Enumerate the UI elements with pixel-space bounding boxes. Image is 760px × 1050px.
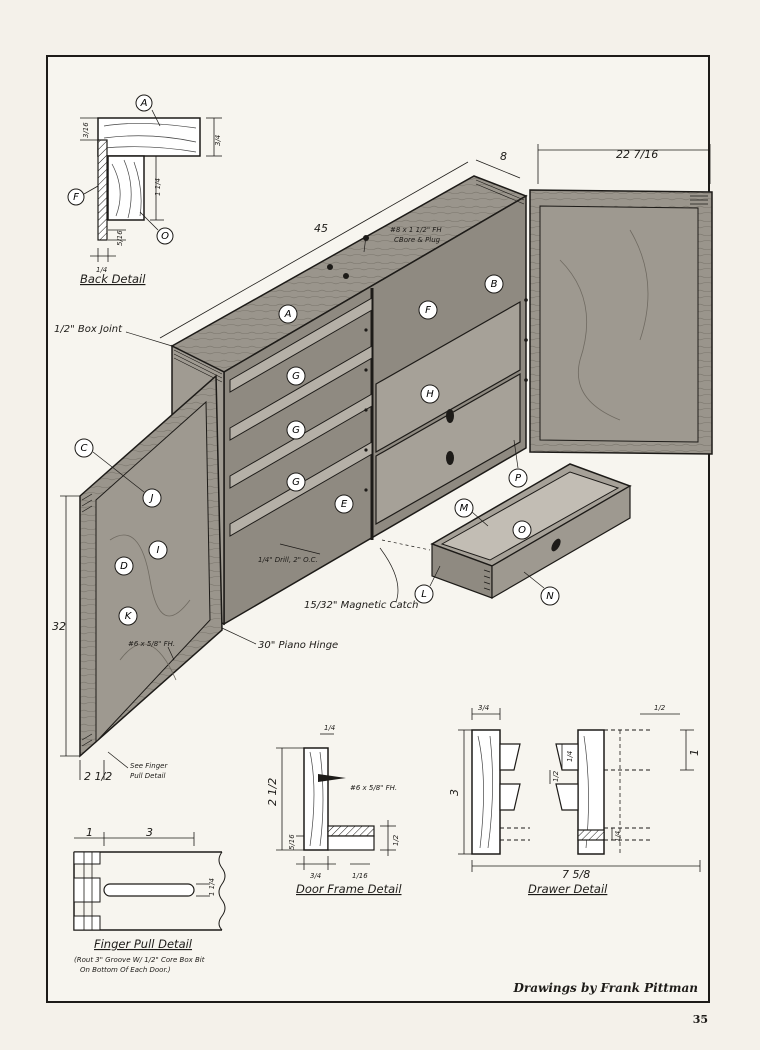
cabinet-isometric: 45 8 22 7/16 32 2 1/2 #8 x 1 1/2" FH CBo… [52, 144, 713, 783]
dim-door-frame-top: 1/4 [324, 724, 335, 732]
door-frame-detail-title: Door Frame Detail [296, 882, 402, 896]
dim-door-offset: 2 1/2 [84, 770, 112, 783]
part-letter-l: L [421, 589, 427, 600]
part-letter-c: C [81, 443, 88, 454]
dim-drawer-right-top: 1/2 [654, 704, 666, 712]
part-letter-a: A [284, 309, 292, 320]
part-letter-g2: G [292, 425, 300, 436]
dim-door-frame-width: 3/4 [310, 872, 321, 880]
dim-back-top: 3/16 [82, 122, 90, 138]
part-letter-k: K [125, 611, 133, 622]
dim-back-bottom: 1/4 [96, 266, 107, 274]
callout-see-finger-1: See Finger [130, 762, 168, 770]
part-letter-f: F [425, 305, 431, 316]
dim-door-width: 22 7/16 [616, 148, 658, 161]
callout-magnetic-catch: 15/32" Magnetic Catch [304, 600, 418, 611]
callout-door-screw: #6 x 5/8" FH. [128, 640, 175, 648]
part-letter-o-detail: O [161, 231, 169, 242]
back-detail: 3/16 3/4 1 1/4 5/16 1/4 A F O Back Detai… [67, 94, 222, 286]
callout-screw-top-sub: CBore & Plug [394, 236, 441, 244]
callout-box-joint: 1/2" Box Joint [54, 324, 123, 335]
dim-door-frame-bottom-left: 5/16 [288, 834, 296, 850]
dim-door-frame-height: 2 1/2 [266, 778, 279, 806]
part-letter-f-detail: F [73, 192, 79, 203]
finger-pull-detail-title: Finger Pull Detail [94, 937, 193, 951]
dim-drawer-mid: 1/2 [552, 770, 560, 782]
drawer-detail-title: Drawer Detail [528, 882, 608, 896]
dim-drawer-length: 7 5/8 [562, 868, 590, 881]
dim-back-rabbet: 1 1/4 [154, 178, 162, 196]
finger-pull-note-2: On Bottom Of Each Door.) [80, 966, 171, 974]
dim-door-frame-panel: 1/2 [392, 834, 400, 846]
dim-back-small: 5/16 [116, 230, 124, 246]
dim-drawer-height: 3 [448, 789, 461, 796]
callout-screw-top: #8 x 1 1/2" FH [390, 226, 442, 234]
callout-piano-hinge: 30" Piano Hinge [258, 640, 338, 651]
back-detail-title: Back Detail [80, 272, 146, 286]
dim-drawer-left-top: 3/4 [478, 704, 489, 712]
dim-height: 32 [52, 620, 66, 633]
part-letter-b: B [491, 279, 498, 290]
callout-drill: 1/4" Drill, 2" O.C. [258, 556, 318, 564]
callout-see-finger-2: Pull Detail [130, 772, 165, 780]
drawer-detail: 3/4 1/2 1 1/4 1/2 3 1/4 7 5/8 Drawer Det… [448, 704, 701, 896]
finger-pull-detail: 1 3 1 1/4 Finger Pull Detail (Rout 3" Gr… [73, 826, 226, 974]
finger-pull-note-1: (Rout 3" Groove W/ 1/2" Core Box Bit [74, 956, 205, 964]
page-number: 35 [692, 1013, 708, 1026]
part-letter-d: D [120, 561, 128, 572]
dim-drawer-side: 1 [688, 749, 701, 756]
part-letter-e: E [341, 499, 348, 510]
drawing-credit: Drawings by Frank Pittman [513, 981, 698, 995]
part-letter-g3: G [292, 477, 300, 488]
part-letter-o: O [518, 525, 526, 536]
part-letter-n: N [546, 591, 554, 602]
part-letter-g1: G [292, 371, 300, 382]
dim-back-side: 3/4 [214, 135, 222, 146]
dim-finger-right: 1 1/4 [208, 878, 216, 896]
dim-door-frame-bottom: 1/16 [352, 872, 368, 880]
dim-finger-length: 3 [146, 826, 153, 839]
door-frame-detail: 1/4 2 1/2 5/16 3/4 1/16 1/2 #6 x 5/8" FH… [266, 724, 402, 896]
part-letter-m: M [460, 503, 469, 514]
dim-drawer-pin: 1/4 [566, 751, 574, 762]
part-letter-j: J [149, 493, 154, 504]
dim-depth: 8 [500, 150, 507, 163]
dim-drawer-bottom: 1/4 [614, 831, 622, 842]
part-letter-p: P [515, 473, 522, 484]
part-letter-h: H [426, 389, 434, 400]
dim-width-overall: 45 [314, 222, 328, 235]
part-letter-a-detail: A [140, 98, 148, 109]
dim-finger-left: 1 [86, 826, 93, 839]
part-letter-i: I [157, 545, 160, 556]
callout-frame-screw: #6 x 5/8" FH. [350, 784, 397, 792]
